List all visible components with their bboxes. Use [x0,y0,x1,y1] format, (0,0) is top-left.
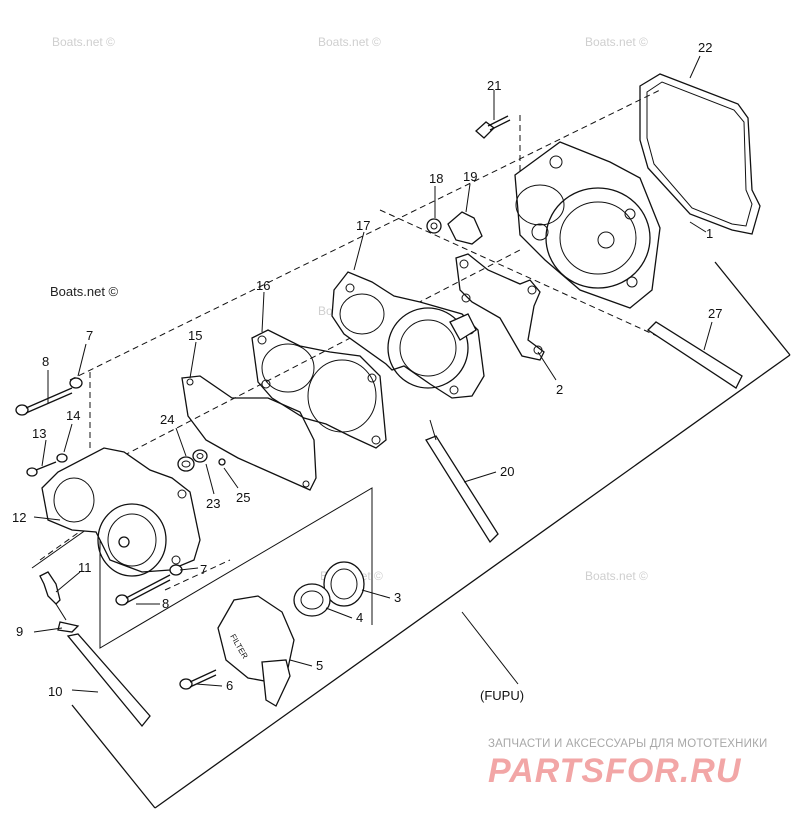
watermark-bottom-right: Boats.net © [585,569,648,583]
callout-5: 5 [316,658,323,673]
bolt-21 [475,115,511,139]
callout-23: 23 [206,496,220,511]
assembly-outline [31,261,791,809]
screw-6 [179,669,217,690]
clamp-9 [57,621,80,633]
washer-14 [56,453,68,463]
pump-housing-12 [41,447,201,577]
callout-15: 15 [188,328,202,343]
fitting-19 [447,211,483,245]
callout-12: 12 [12,510,26,525]
callout-8-top: 8 [42,354,49,369]
washer-23 [192,449,208,463]
callout-27: 27 [708,306,722,321]
callout-6: 6 [226,678,233,693]
screw-25 [218,458,226,466]
bolt-8-bottom [115,574,171,606]
fitting-11 [39,571,67,621]
callout-1: 1 [706,226,713,241]
sleeve-27 [646,321,743,389]
gasket-15 [181,375,317,491]
filter-cover-5: FILTER [217,595,295,707]
pump-body-1 [514,141,661,309]
callout-9: 9 [16,624,23,639]
gasket-16 [251,329,387,449]
callout-16: 16 [256,278,270,293]
diaphragm-body-17 [331,271,485,399]
watermark-top-right: Boats.net © [585,35,648,49]
hose-10 [66,633,151,728]
callout-14: 14 [66,408,80,423]
callout-22: 22 [698,40,712,55]
washer-7-top [69,377,83,389]
leader-lines [33,55,713,693]
watermark-left: Boats.net © [50,284,119,299]
callout-7-top: 7 [86,328,93,343]
callout-17: 17 [356,218,370,233]
plate-2 [455,253,545,361]
callout-labels: 22 21 18 19 17 16 15 24 1 2 27 20 8 7 13… [12,40,722,699]
callout-24: 24 [160,412,174,427]
callout-7-bottom: 7 [200,562,207,577]
bolt-8-top [15,387,73,416]
assembly-label: (FUPU) [480,688,524,703]
gasket-22 [639,73,761,235]
gasket-4 [293,583,331,617]
callout-25: 25 [236,490,250,505]
nut-18 [426,218,442,234]
callout-13: 13 [32,426,46,441]
screw-13 [26,461,57,477]
callout-18: 18 [429,171,443,186]
hose-20 [425,435,499,544]
watermark-top-left: Boats.net © [52,35,115,49]
callout-3: 3 [394,590,401,605]
callout-2: 2 [556,382,563,397]
callout-21: 21 [487,78,501,93]
callout-19: 19 [463,169,477,184]
brand-logo: PARTSFOR.RU [488,752,742,790]
oring-24 [177,456,195,472]
callout-11: 11 [78,560,92,575]
callout-8-bottom: 8 [162,596,169,611]
callout-4: 4 [356,610,363,625]
screen-3 [323,561,365,607]
brand-tagline: ЗАПЧАСТИ И АКСЕССУАРЫ ДЛЯ МОТОТЕХНИКИ [488,738,768,750]
watermark-top-mid: Boats.net © [318,35,381,49]
callout-10: 10 [48,684,62,699]
callout-20: 20 [500,464,514,479]
